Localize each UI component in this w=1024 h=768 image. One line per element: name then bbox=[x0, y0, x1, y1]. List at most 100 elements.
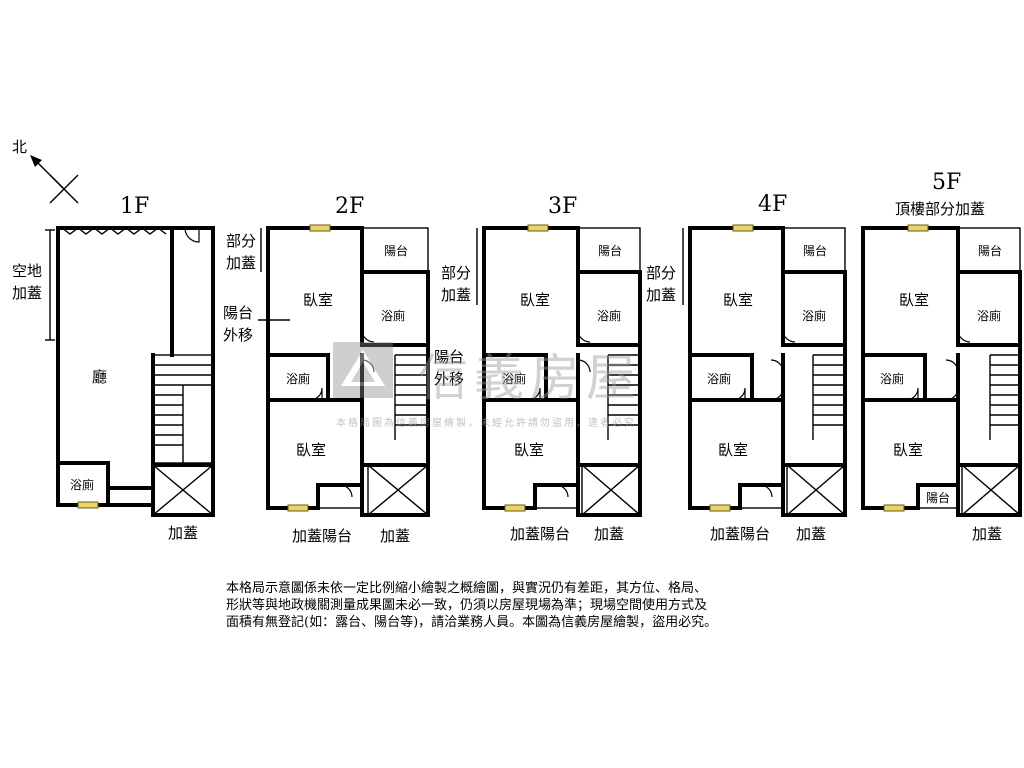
wall bbox=[266, 226, 320, 510]
door-swing bbox=[732, 387, 746, 401]
stair-treads bbox=[394, 354, 428, 440]
room-label-bath: 浴廁 bbox=[802, 308, 826, 323]
door-swing bbox=[577, 329, 591, 343]
balcony-small bbox=[317, 484, 363, 509]
floor-title: 1F bbox=[120, 194, 149, 219]
wall bbox=[482, 353, 548, 402]
bottom-label: 加蓋 bbox=[594, 525, 624, 543]
floor-side-note2-line2: 外移 bbox=[434, 370, 464, 388]
door-swing bbox=[945, 387, 959, 401]
floor-4f: 4F 部分 加蓋 bbox=[646, 192, 847, 543]
window bbox=[504, 504, 526, 512]
room-label-bath: 浴廁 bbox=[597, 308, 621, 323]
floor-side-note-line1: 部分 bbox=[441, 264, 471, 282]
room-label-bedroom: 臥室 bbox=[520, 291, 550, 309]
floor-side-note-line1: 部分 bbox=[226, 232, 256, 250]
floor-side-note-line2: 加蓋 bbox=[646, 286, 676, 304]
room-label-bath: 浴廁 bbox=[977, 308, 1001, 323]
wall bbox=[688, 353, 754, 402]
floor-side-note2-line1: 陽台 bbox=[434, 348, 464, 366]
north-compass: 北 bbox=[12, 138, 79, 204]
door-swing bbox=[770, 359, 784, 373]
door-swing bbox=[770, 387, 784, 401]
void-x bbox=[786, 464, 846, 516]
room-label-bedroom: 臥室 bbox=[893, 441, 923, 459]
bottom-label: 加蓋 bbox=[972, 525, 1002, 543]
room-label-bath: 浴廁 bbox=[707, 371, 731, 386]
floor-title: 2F bbox=[335, 194, 364, 219]
void-box bbox=[152, 464, 214, 516]
stair-treads bbox=[153, 364, 213, 463]
bottom-label: 加蓋 bbox=[380, 527, 410, 545]
wall bbox=[56, 226, 155, 507]
room-label-balcony: 陽台 bbox=[803, 243, 827, 258]
floor-subtitle: 頂樓部分加蓋 bbox=[895, 200, 985, 218]
disclaimer-text: 本格局示意圖係未依一定比例縮小繪製之概繪圖，與實況仍有差距，其方位、格局、 形狀… bbox=[226, 580, 786, 631]
floor-side-note-line2: 加蓋 bbox=[226, 254, 256, 272]
floor-side-note2-line2: 外移 bbox=[223, 326, 253, 344]
door-swing bbox=[577, 359, 591, 373]
window bbox=[287, 504, 309, 512]
door-swing bbox=[361, 329, 375, 343]
floor-title: 5F bbox=[932, 170, 961, 195]
floor-1f: 1F 空地 加蓋 bbox=[12, 194, 215, 542]
floor-2f: 2F 部分 加蓋 陽台 外移 bbox=[223, 194, 430, 545]
door-swing bbox=[782, 329, 796, 343]
floor-side-note-line1: 部分 bbox=[646, 264, 676, 282]
disclaimer-line: 面積有無登記(如：露台、陽台等)，請洽業務人員。本圖為信義房屋繪製，盜用必究。 bbox=[226, 615, 718, 630]
wall bbox=[861, 226, 920, 510]
door-swing bbox=[361, 359, 375, 373]
room-label-bedroom: 臥室 bbox=[718, 441, 748, 459]
bottom-label: 加蓋陽台 bbox=[710, 525, 770, 543]
void-box bbox=[786, 464, 846, 516]
room-label-bath: 浴廁 bbox=[286, 371, 310, 386]
room-label-bath: 浴廁 bbox=[70, 477, 94, 492]
room-label-bedroom: 臥室 bbox=[514, 441, 544, 459]
void-box bbox=[961, 464, 1021, 516]
floor-3f: 3F 部分 加蓋 陽台 外移 bbox=[434, 194, 642, 543]
room-label-bedroom: 臥室 bbox=[296, 441, 326, 459]
stair-treads bbox=[989, 354, 1020, 440]
bottom-label: 加蓋 bbox=[796, 525, 826, 543]
wall bbox=[861, 353, 927, 402]
room-label-bedroom: 臥室 bbox=[303, 291, 333, 309]
compass-north-label: 北 bbox=[12, 138, 27, 156]
room-label-hall: 廳 bbox=[92, 368, 107, 386]
door-swing bbox=[957, 329, 971, 343]
disclaimer-line: 本格局示意圖係未依一定比例縮小繪製之概繪圖，與實況仍有差距，其方位、格局、 bbox=[226, 581, 708, 596]
floor-side-note-line1: 空地 bbox=[12, 262, 42, 280]
door-swing bbox=[945, 359, 959, 373]
room-label-bath: 浴廁 bbox=[880, 371, 904, 386]
stair-treads bbox=[812, 354, 845, 440]
folding-door bbox=[61, 227, 167, 235]
room-label-balcony: 陽台 bbox=[978, 243, 1002, 258]
floor-side-note-line2: 加蓋 bbox=[12, 284, 42, 302]
door-swing bbox=[527, 387, 541, 401]
wall bbox=[56, 461, 155, 490]
floor-side-note-line2: 加蓋 bbox=[441, 286, 471, 304]
bottom-label: 加蓋 bbox=[168, 524, 198, 542]
compass-arrow-head bbox=[30, 155, 42, 167]
disclaimer-line: 形狀等與地政機關測量成果圖未必一致，仍須以房屋現場為準；現場空間使用方式及 bbox=[226, 598, 708, 613]
watermark-brand: 信義房屋 bbox=[418, 349, 642, 407]
window bbox=[709, 504, 731, 512]
room-label-bath: 浴廁 bbox=[502, 371, 526, 386]
void-x bbox=[961, 464, 1021, 516]
compass-line-b bbox=[49, 174, 79, 204]
watermark-logo-icon bbox=[333, 342, 393, 398]
void-box bbox=[581, 464, 641, 516]
balcony-small bbox=[739, 484, 784, 509]
void-box bbox=[367, 464, 429, 516]
window bbox=[907, 224, 929, 232]
balcony-small bbox=[534, 484, 579, 509]
void-x bbox=[581, 464, 641, 516]
bottom-label: 加蓋陽台 bbox=[292, 527, 352, 545]
room-label-bedroom: 臥室 bbox=[723, 291, 753, 309]
window bbox=[77, 501, 99, 509]
floor-title: 3F bbox=[548, 194, 577, 219]
watermark-notice: 本格局圖為信義房屋繪製，未經允許請勿盜用，違者必究 bbox=[336, 418, 636, 429]
door-swing bbox=[905, 387, 919, 401]
door-swing bbox=[759, 484, 773, 498]
window bbox=[732, 224, 754, 232]
